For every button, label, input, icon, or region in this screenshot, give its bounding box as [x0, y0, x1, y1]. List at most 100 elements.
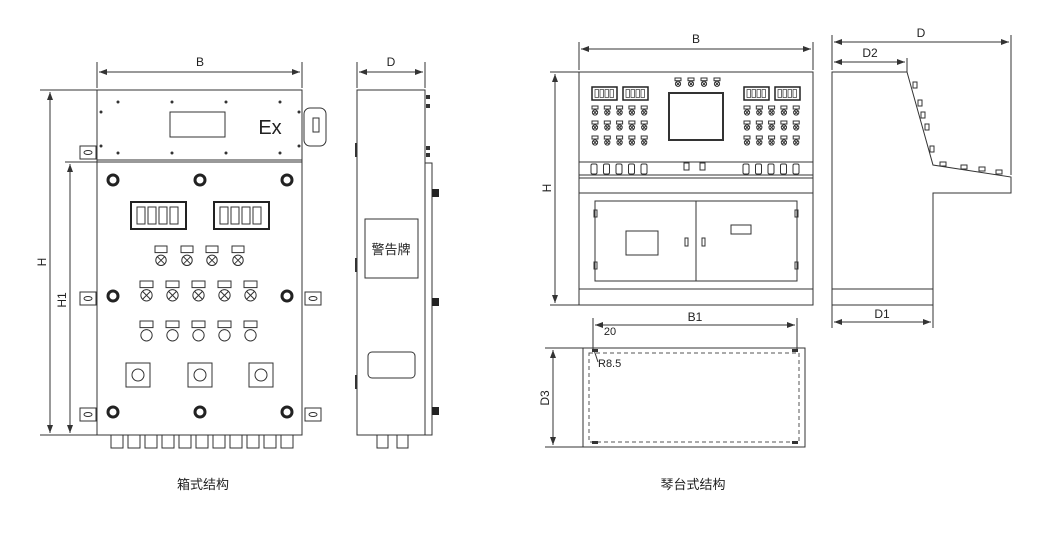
push-button [780, 163, 787, 175]
indicator-lamp [628, 109, 636, 116]
drawing-detail [625, 89, 630, 98]
indicator-lamp [768, 120, 776, 125]
junction-device [303, 107, 327, 147]
drawing-detail [640, 89, 645, 98]
selector-switch [125, 362, 151, 388]
drawing-detail [635, 89, 640, 98]
screw [224, 151, 228, 155]
indicator-lamp [166, 329, 179, 342]
indicator-lamp [218, 329, 231, 342]
screw [170, 100, 174, 104]
drawing-detail [769, 110, 774, 115]
mounting-hole [106, 173, 120, 187]
meter-digit [252, 206, 262, 225]
push-button [628, 163, 635, 175]
indicator-lamp [780, 124, 788, 131]
fastener [426, 146, 430, 150]
drawing-detail [604, 89, 609, 98]
indicator-lamp [243, 320, 258, 329]
digital-meter [130, 201, 187, 230]
indicator-lamp [687, 77, 695, 82]
indicator-lamp [780, 105, 788, 110]
indicator-lamp [755, 120, 763, 125]
drawing-detail [629, 110, 635, 115]
cable-gland [195, 434, 209, 449]
box-side-view: D 警告牌 [355, 55, 439, 449]
side-control [978, 166, 986, 172]
hinge [355, 258, 357, 272]
indicator-lamp [780, 139, 788, 146]
drawing-detail [629, 140, 635, 145]
drawing-detail [781, 125, 787, 130]
indicator-lamp [780, 135, 788, 140]
push-button [683, 162, 690, 171]
indicator-lamp [603, 105, 611, 110]
indicator-lamp [743, 105, 751, 110]
drawing-detail [599, 89, 604, 98]
hinge [794, 209, 799, 218]
dim-label-b: B [692, 32, 700, 46]
indicator-lamp [641, 139, 648, 146]
push-button [615, 163, 623, 175]
indicator-lamp [604, 124, 611, 131]
indicator-lamp [743, 109, 751, 116]
door-handle [684, 237, 689, 247]
indicator-lamp [616, 135, 624, 140]
selector-switch [254, 368, 268, 382]
indicator-lamp [792, 120, 800, 125]
drawing-detail [308, 412, 318, 417]
indicator-lamp [743, 124, 751, 131]
dim-label-r: R8.5 [598, 358, 621, 370]
mounting-hole [193, 405, 207, 419]
meter-digit [169, 206, 179, 225]
digital-meter [591, 86, 618, 101]
drawing-detail [777, 89, 782, 98]
mounting-bracket [79, 291, 97, 306]
cable-gland [178, 434, 192, 449]
indicator-lamp [166, 289, 179, 302]
indicator-lamp [768, 124, 775, 131]
indicator-lamp [700, 77, 708, 82]
indicator-lamp [640, 120, 648, 125]
indicator-lamp [217, 320, 232, 329]
drawing-detail [609, 89, 614, 98]
drawing-detail [142, 290, 151, 300]
indicator-lamp [628, 124, 636, 131]
indicator-lamp [687, 80, 695, 87]
indicator-lamp [641, 109, 648, 116]
drawing-detail [757, 140, 762, 145]
indicator-lamp [232, 254, 244, 267]
drawing-detail [792, 89, 797, 98]
selector-switch [187, 362, 213, 388]
indicator-lamp [191, 320, 206, 329]
drawing-detail [156, 256, 166, 265]
meter-digit [158, 206, 168, 225]
drawing-detail [220, 290, 229, 300]
drawing-detail [781, 110, 787, 115]
drawing-detail [782, 89, 787, 98]
indicator-lamp [591, 109, 599, 116]
drawing-detail [246, 290, 255, 300]
drawing-detail [308, 296, 318, 301]
indicator-lamp [591, 120, 599, 125]
cable-gland [396, 434, 409, 449]
drawing-detail [744, 110, 750, 115]
dim-label-d2: D2 [862, 46, 878, 60]
drawing-detail [83, 150, 93, 155]
indicator-lamp [244, 289, 257, 302]
mounting-hole [106, 405, 120, 419]
fastener [426, 104, 430, 108]
indicator-lamp [616, 109, 623, 116]
cable-gland [110, 434, 124, 449]
dim-label-d1: D1 [874, 307, 890, 321]
selector-switch [248, 362, 274, 388]
push-button [590, 163, 598, 175]
indicator-lamp [700, 80, 708, 87]
drawing-detail [182, 256, 192, 265]
nameplate [169, 111, 226, 138]
indicator-lamp [140, 329, 153, 342]
mounting-bracket [432, 298, 439, 306]
push-button [742, 163, 750, 175]
drawing-detail [605, 110, 610, 115]
